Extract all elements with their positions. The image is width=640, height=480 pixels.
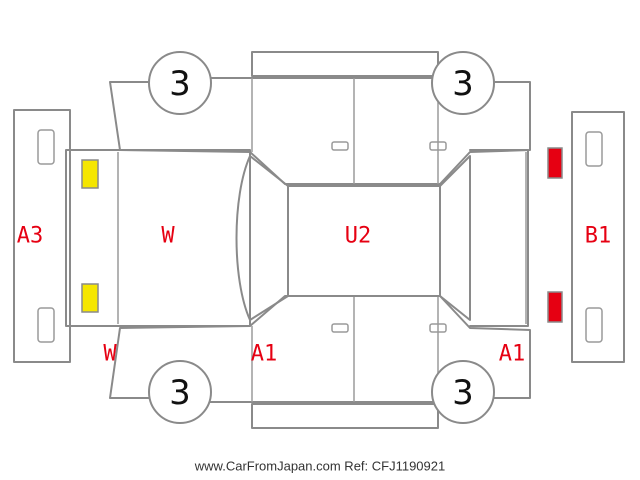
wheel-rear-left-rating: 3 (452, 64, 474, 104)
wheel-front-right: 3 (148, 360, 212, 424)
front-lamp-bottom (81, 283, 99, 313)
reference-footer: www.CarFromJapan.com Ref: CFJ1190921 (194, 459, 445, 474)
front-bumper-panel (13, 109, 71, 363)
code-roof: U2 (345, 224, 372, 249)
wheel-rear-right-rating: 3 (452, 373, 474, 413)
code-front-fender-right: W (103, 342, 117, 367)
code-rear-bumper: B1 (585, 224, 612, 249)
rear-lamp-bottom (547, 291, 563, 323)
rear-bumper-panel (571, 111, 625, 363)
wheel-rear-left: 3 (431, 51, 495, 115)
wheel-front-left: 3 (148, 51, 212, 115)
code-front-bumper: A3 (17, 224, 44, 249)
wheel-front-right-rating: 3 (169, 373, 191, 413)
code-rear-fender-right: A1 (499, 342, 526, 367)
front-lamp-top (81, 159, 99, 189)
rear-lamp-top (547, 147, 563, 179)
code-hood: W (161, 224, 175, 249)
wheel-rear-right: 3 (431, 360, 495, 424)
car-top-view (65, 149, 529, 327)
wheel-front-left-rating: 3 (169, 64, 191, 104)
code-right-step: A1 (251, 342, 278, 367)
